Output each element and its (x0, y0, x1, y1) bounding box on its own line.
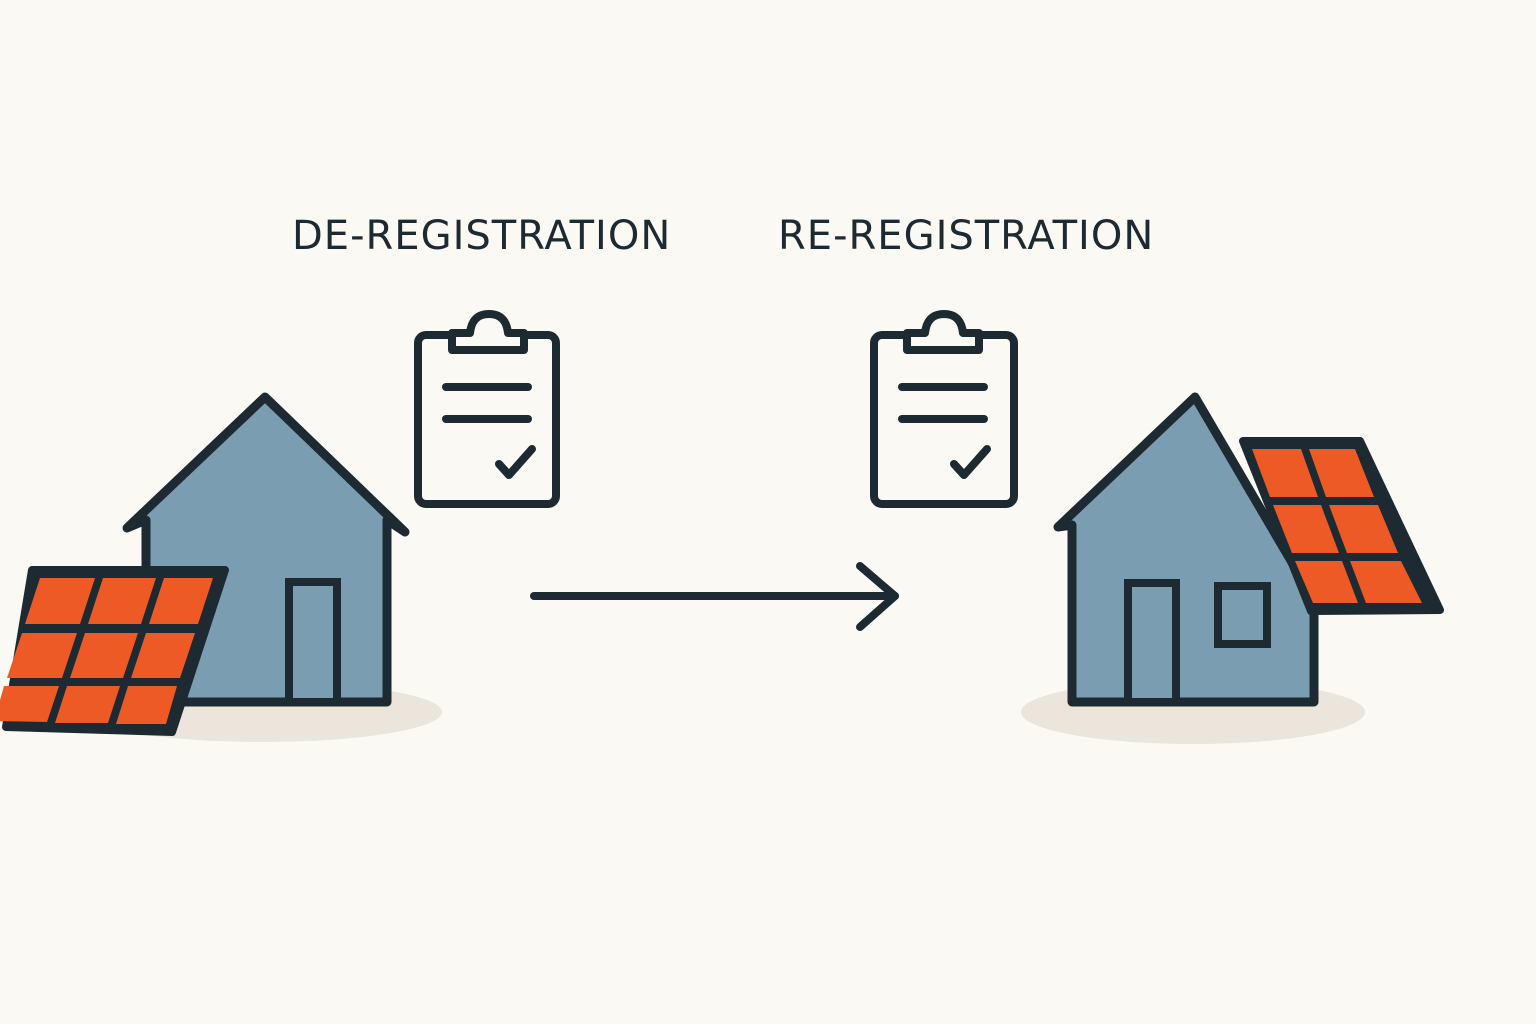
door-icon (1124, 579, 1180, 706)
left-house-group (0, 392, 442, 742)
deregistration-label: DE-REGISTRATION (292, 213, 672, 259)
solar-panel-icon (0, 566, 229, 736)
arrow-right-icon (530, 562, 899, 631)
checkmark-icon (950, 445, 991, 479)
clipboard-icon (414, 310, 560, 508)
checkmark-icon (495, 445, 536, 479)
window-icon (1214, 582, 1271, 648)
solar-panel-icon (1239, 437, 1444, 615)
right-house-group (1021, 392, 1444, 744)
door-icon (285, 578, 341, 706)
house-icon (1053, 392, 1319, 707)
clipboard-icon (870, 310, 1018, 508)
reregistration-label: RE-REGISTRATION (778, 213, 1155, 259)
